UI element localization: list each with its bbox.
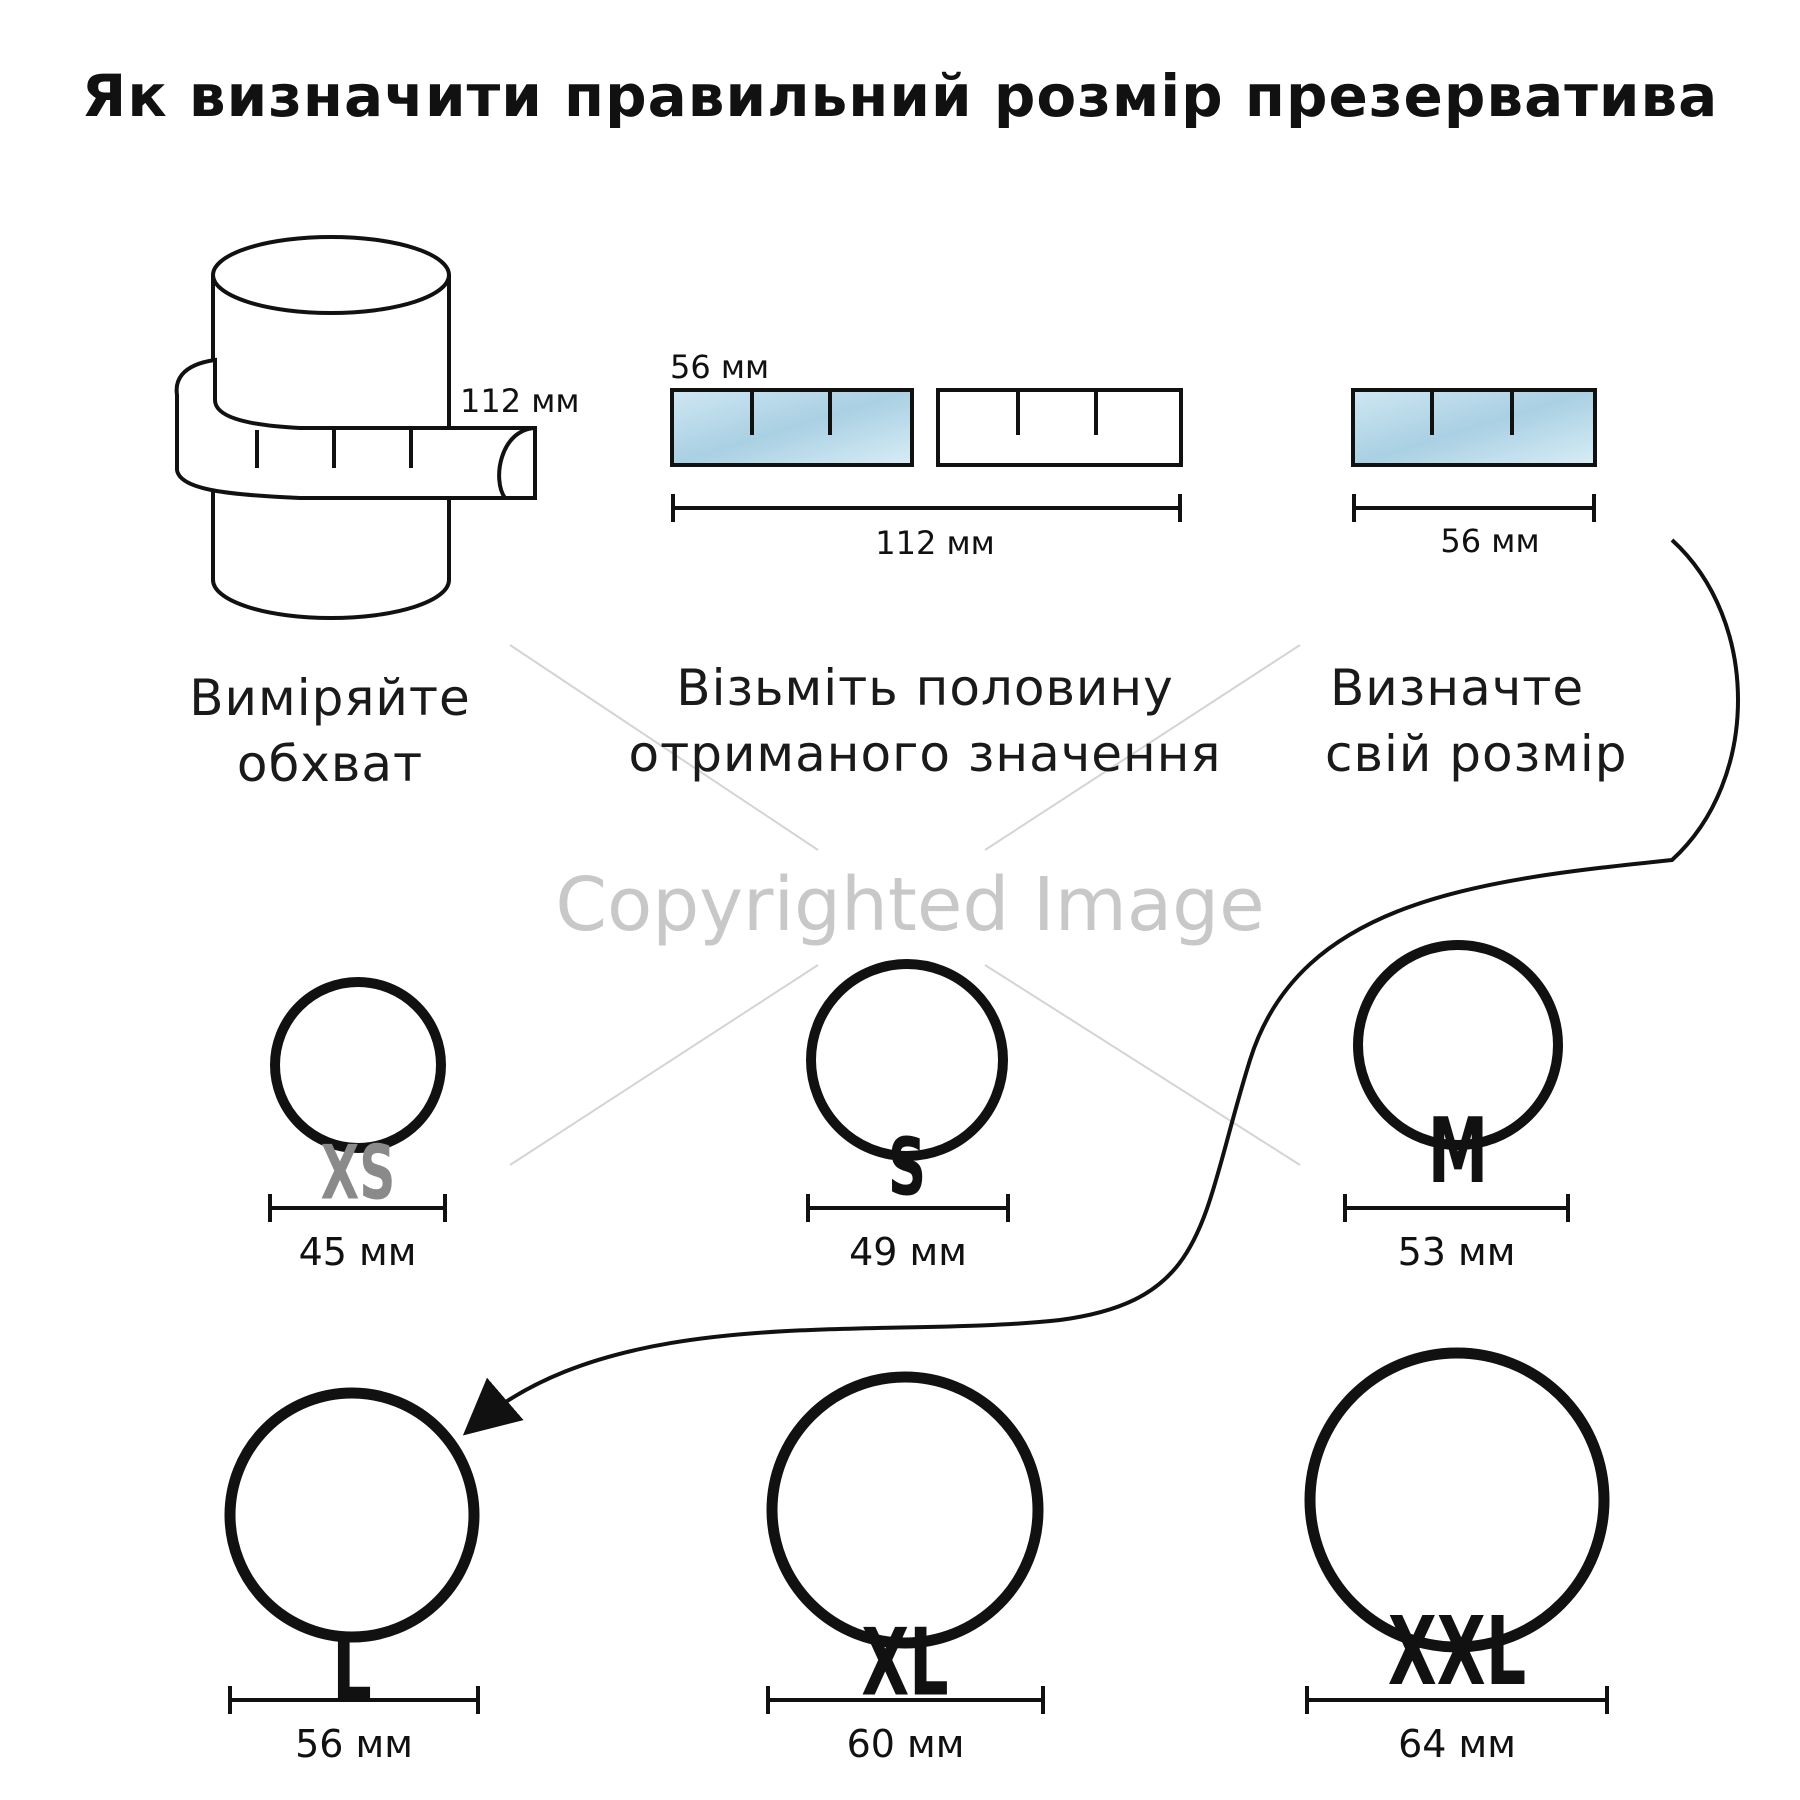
- size-label: XXL: [1388, 1597, 1526, 1707]
- total-dimension-line: [671, 494, 1182, 522]
- own-size-value-label: 56 мм: [1440, 522, 1539, 560]
- step-half-label: Візьміть половину отриманого значення: [585, 655, 1265, 787]
- size-circle: [766, 1371, 1044, 1649]
- size-item-l: L56 мм: [224, 1387, 480, 1766]
- half-value-label: 56 мм: [670, 348, 769, 386]
- step-half-line1: Візьміть половину: [676, 659, 1174, 717]
- size-circle: [1353, 940, 1563, 1150]
- own-size-tape-segment: [1351, 388, 1597, 467]
- size-width-label: 56 мм: [295, 1722, 413, 1766]
- size-label: XS: [321, 1129, 396, 1216]
- dimension-line-icon: [766, 1686, 1045, 1714]
- dimension-line-icon: [1305, 1686, 1609, 1714]
- step-define-label: Визначте свій розмір: [1325, 655, 1685, 787]
- size-width-label: 60 мм: [847, 1722, 965, 1766]
- own-size-dimension-line: [1352, 494, 1596, 522]
- cylinder-with-measuring-tape-icon: [174, 235, 537, 620]
- watermark-text: Copyrighted Image: [555, 862, 1264, 948]
- step-define-line1: Визначте: [1330, 659, 1585, 717]
- size-circle: [806, 959, 1008, 1161]
- dimension-line-icon: [1343, 1194, 1570, 1222]
- step-define-line2: свій розмір: [1325, 725, 1628, 783]
- step-half-line2: отриманого значення: [628, 725, 1222, 783]
- size-item-xs: XS 45 мм: [268, 977, 447, 1274]
- step-measure-line2: обхват: [236, 735, 424, 793]
- size-circle: [1304, 1347, 1610, 1653]
- size-width-label: 49 мм: [849, 1230, 967, 1274]
- dimension-line-icon: [806, 1194, 1010, 1222]
- page-title: Як визначити правильний розмір презерват…: [81, 62, 1719, 130]
- size-label: L: [332, 1615, 371, 1723]
- size-circle: [270, 977, 446, 1153]
- size-item-m: M 53 мм: [1343, 940, 1570, 1274]
- curved-arrow-icon: [462, 538, 1740, 1436]
- total-value-label: 112 мм: [875, 524, 995, 562]
- step-measure-label: Виміряйте обхват: [150, 665, 510, 797]
- step-measure-line1: Виміряйте: [189, 669, 471, 727]
- size-label: S: [888, 1122, 926, 1214]
- size-width-label: 45 мм: [299, 1230, 417, 1274]
- watermark-lines: [509, 644, 1301, 1166]
- size-circle: [224, 1387, 480, 1643]
- half-tape-segments: [670, 388, 1183, 467]
- dimension-line-icon: [268, 1194, 447, 1222]
- size-label: M: [1428, 1098, 1488, 1203]
- size-width-label: 53 мм: [1398, 1230, 1516, 1274]
- size-width-label: 64 мм: [1398, 1722, 1516, 1766]
- tape-measurement-label: 112 мм: [460, 382, 580, 420]
- size-item-s: S 49 мм: [806, 959, 1010, 1274]
- dimension-line-icon: [228, 1686, 480, 1714]
- size-item-xxl: XXL 64 мм: [1304, 1347, 1610, 1766]
